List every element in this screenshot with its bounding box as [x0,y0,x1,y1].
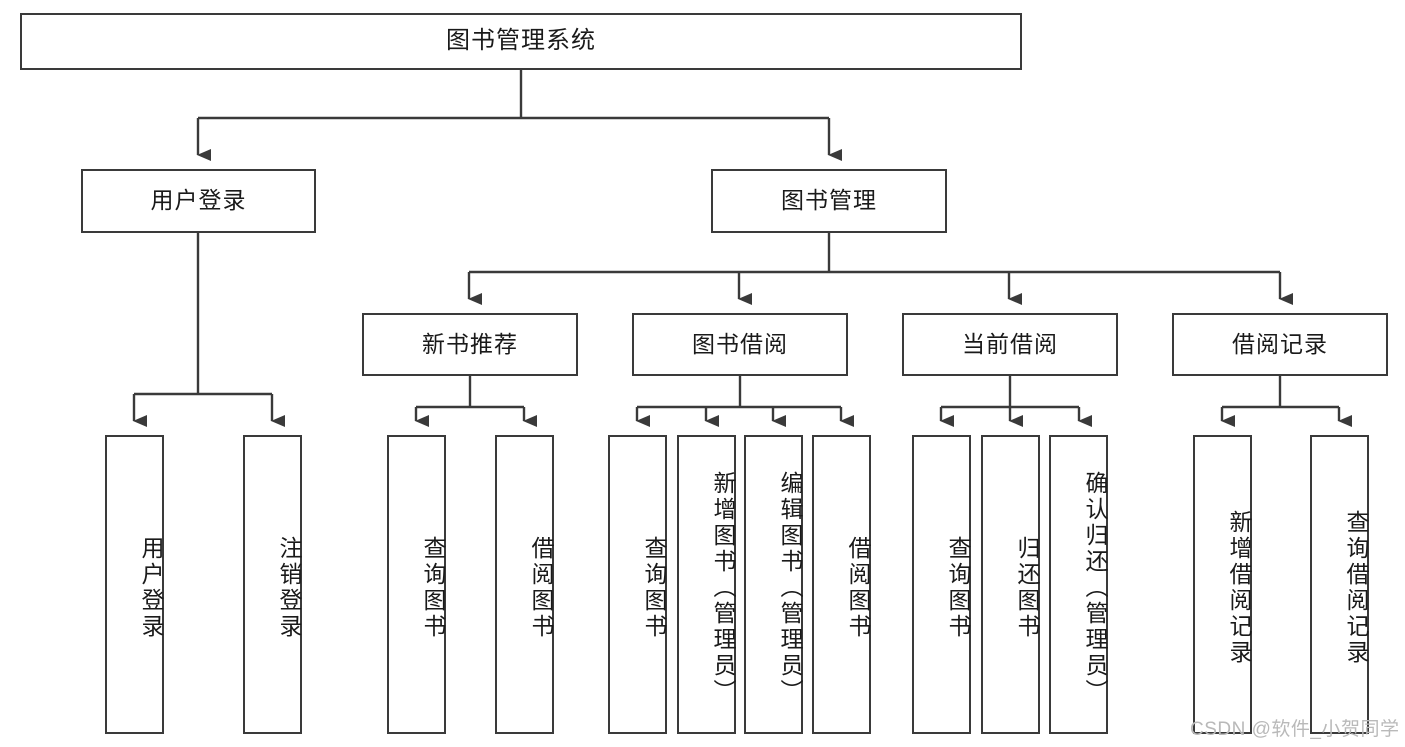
leaf-query-borrow-record[interactable]: 查询借阅记录 [1310,435,1369,734]
csdn-watermark: CSDN @软件_小贺同学 [1190,719,1400,740]
leaf-user-login[interactable]: 用户登录 [105,435,164,734]
leaf-confirm-return-admin[interactable]: 确认归还（管理员） [1049,435,1108,734]
leaf-borrow-book-new-recommend[interactable]: 借阅图书 [495,435,554,734]
leaf-borrow-book-borrow[interactable]: 借阅图书 [812,435,871,734]
leaf-add-book-admin[interactable]: 新增图书（管理员） [677,435,736,734]
node-root-system[interactable]: 图书管理系统 [20,13,1022,70]
leaf-add-borrow-record[interactable]: 新增借阅记录 [1193,435,1252,734]
leaf-query-book-new-recommend[interactable]: 查询图书 [387,435,446,734]
node-user-login[interactable]: 用户登录 [81,169,316,233]
leaf-edit-book-admin[interactable]: 编辑图书（管理员） [744,435,803,734]
node-book-borrow[interactable]: 图书借阅 [632,313,848,376]
leaf-logout-login[interactable]: 注销登录 [243,435,302,734]
leaf-return-book[interactable]: 归还图书 [981,435,1040,734]
node-book-manage[interactable]: 图书管理 [711,169,947,233]
node-new-book-recommend[interactable]: 新书推荐 [362,313,578,376]
node-current-borrow[interactable]: 当前借阅 [902,313,1118,376]
node-borrow-record[interactable]: 借阅记录 [1172,313,1388,376]
leaf-query-book-borrow[interactable]: 查询图书 [608,435,667,734]
leaf-query-book-current[interactable]: 查询图书 [912,435,971,734]
